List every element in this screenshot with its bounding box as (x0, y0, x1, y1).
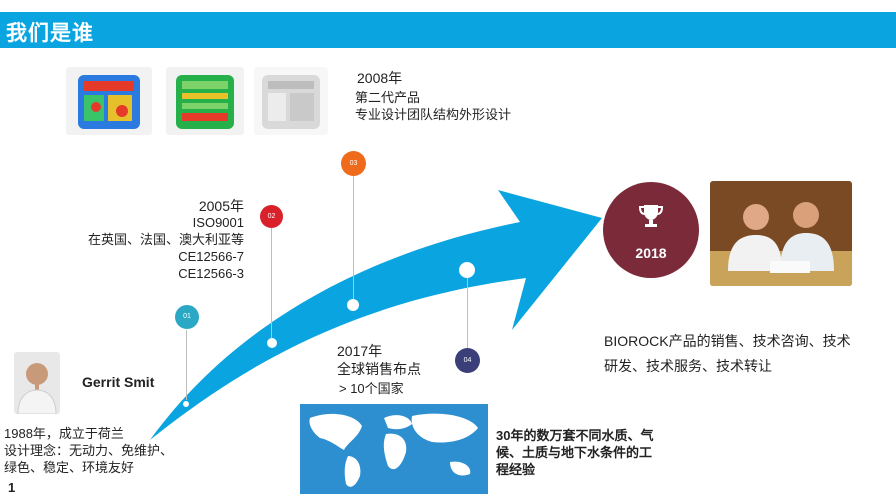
world-map-image (300, 404, 488, 494)
timeline-point-2 (267, 338, 277, 348)
experience-note: 30年的数万套不同水质、气候、土质与地下水条件的工程经验 (496, 428, 654, 477)
year-2018: 2018 (635, 245, 667, 261)
founder-photo (14, 352, 60, 414)
stem-04 (467, 278, 468, 348)
text-2008-line2: 专业设计团队结构外形设计 (355, 107, 512, 122)
year-2005: 2005年 (198, 198, 244, 214)
badge-04: 04 (455, 348, 480, 373)
text-1988-line2: 设计理念：无动力、免维护、 (4, 443, 174, 458)
partners-photo (710, 181, 852, 286)
text-2018-line2: 研发、技术服务、技术转让 (604, 358, 772, 374)
text-1988-line1: 1988年，成立于荷兰 (4, 426, 124, 441)
founder-name: Gerrit Smit (82, 374, 155, 390)
year-2017: 2017年 (337, 343, 383, 359)
badge-02: 02 (260, 205, 283, 228)
timeline-point-4 (459, 262, 475, 278)
page-title: 我们是谁 (6, 21, 94, 45)
text-2005-line1: ISO9001 (192, 215, 244, 230)
text-2017-line1: 全球销售布点 (337, 361, 421, 377)
page-number: 1 (8, 480, 16, 495)
product-image-green-model (166, 67, 244, 135)
text-2005-line2: 在英国、法国、澳大利亚等 (87, 232, 244, 247)
text-2005-line3: CE12566-7 (178, 249, 244, 264)
timeline-point-1 (183, 401, 189, 407)
stem-01 (186, 330, 187, 400)
text-2008-line1: 第二代产品 (355, 90, 421, 105)
text-1988-line3: 绿色、稳定、环境友好 (4, 460, 135, 475)
text-2005-line4: CE12566-3 (178, 266, 244, 281)
timeline-point-3 (347, 299, 359, 311)
badge-03: 03 (341, 151, 366, 176)
header-bar (0, 12, 896, 48)
text-2017-line2: > 10个国家 (339, 381, 404, 396)
product-image-thermal (66, 67, 152, 135)
badge-01: 01 (175, 305, 199, 329)
stem-03 (353, 175, 354, 299)
text-2018-line1: BIOROCK产品的销售、技术咨询、技术 (604, 333, 851, 349)
trophy-circle (603, 182, 699, 278)
trophy-icon (638, 205, 664, 227)
product-image-grey-model (254, 67, 328, 135)
stem-02 (271, 226, 272, 338)
year-2008: 2008年 (357, 70, 403, 86)
